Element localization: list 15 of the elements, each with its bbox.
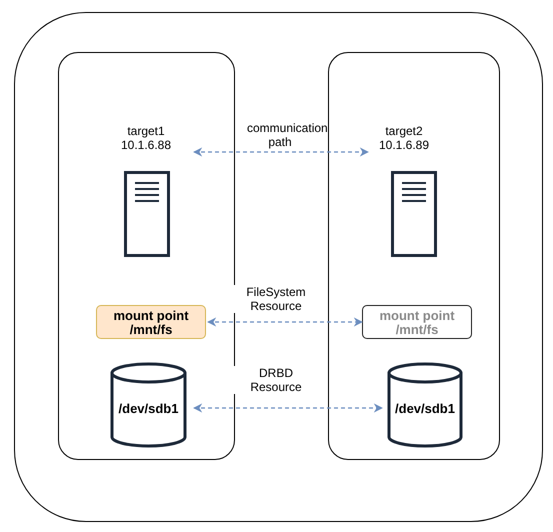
host-label: target2 10.1.6.89 [378, 124, 430, 152]
dashed-arrow [193, 147, 369, 157]
mount-point-label: mount point /mnt/fs [112, 309, 190, 337]
server-panel [58, 52, 234, 460]
server-panel [328, 52, 500, 460]
device-label: /dev/sdb1 [118, 402, 180, 416]
dashed-arrow [193, 403, 383, 413]
device-label: /dev/sdb1 [394, 402, 456, 416]
disk-cylinder [110, 362, 187, 448]
mount-point-box [96, 305, 206, 339]
host-label: target1 10.1.6.88 [120, 124, 172, 152]
mount-point-box [362, 305, 472, 339]
dashed-arrow [207, 317, 363, 327]
disk-cylinder [387, 362, 463, 448]
mount-point-label: mount point /mnt/fs [378, 309, 456, 337]
